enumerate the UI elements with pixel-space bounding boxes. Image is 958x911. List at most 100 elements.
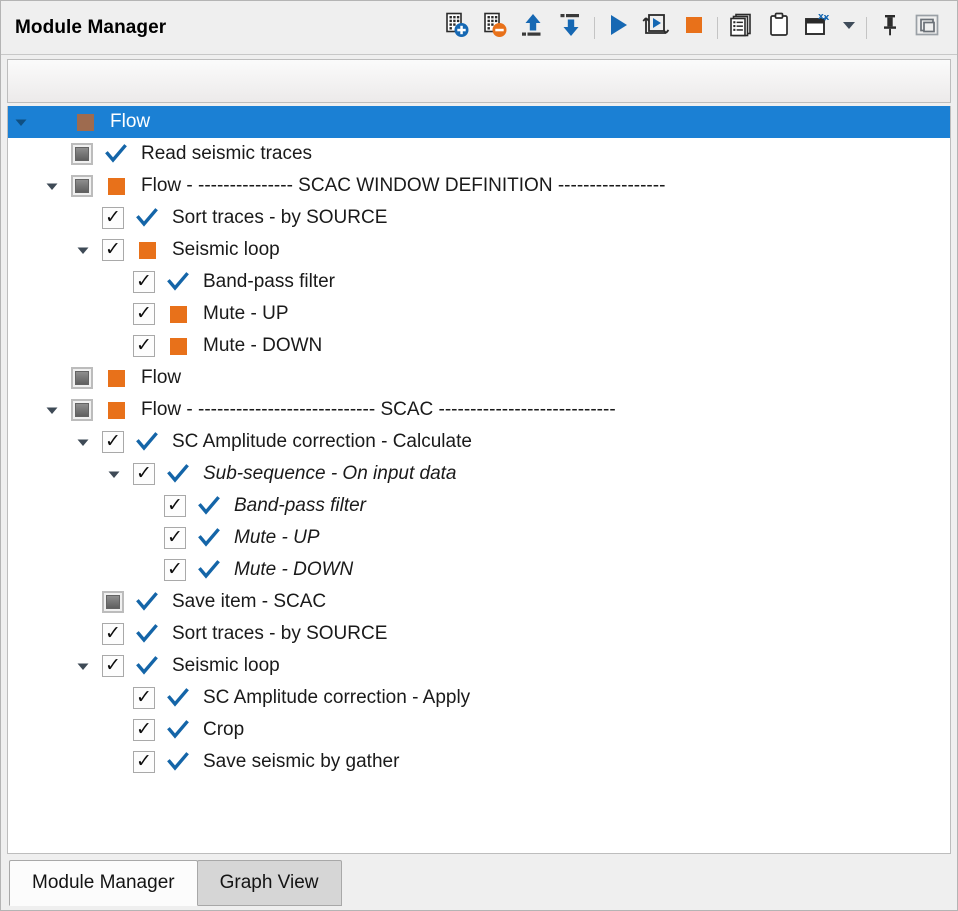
tree-checkbox[interactable]: ✓ [96, 426, 130, 458]
tree-row[interactable]: ✓Save seismic by gather [8, 746, 950, 778]
tree-row[interactable]: ✓ Sort traces - by SOURCE [8, 202, 950, 234]
status-check-icon [161, 714, 195, 746]
pin-button[interactable] [871, 8, 909, 48]
tree-row-label: Crop [203, 719, 245, 740]
tree-row[interactable]: ✓Band-pass filter [8, 490, 950, 522]
tree-row[interactable]: Read seismic traces [8, 138, 950, 170]
tree-checkbox[interactable]: ✓ [127, 746, 161, 778]
tree-checkbox[interactable]: ✓ [96, 618, 130, 650]
status-check-icon [161, 746, 195, 778]
tree-checkbox[interactable]: ✓ [127, 330, 161, 362]
checkbox-checked-icon: ✓ [133, 335, 155, 357]
checkbox-checked-icon: ✓ [133, 751, 155, 773]
status-check-icon [161, 266, 195, 298]
tree-checkbox[interactable]: ✓ [127, 682, 161, 714]
tree-checkbox[interactable]: ✓ [127, 714, 161, 746]
tree-checkbox[interactable] [96, 586, 130, 618]
tree-row[interactable]: ✓ SC Amplitude correction - Apply [8, 682, 950, 714]
move-down-button[interactable] [552, 8, 590, 48]
tree-checkbox[interactable]: ✓ [127, 298, 161, 330]
chevron-down-icon[interactable] [39, 170, 65, 202]
detach-button[interactable] [909, 8, 947, 48]
tree-row-label: Flow [141, 367, 182, 388]
tree-row[interactable]: ✓ Band-pass filter [8, 266, 950, 298]
tree-twisty-placeholder [39, 138, 65, 170]
status-check-icon [130, 618, 164, 650]
clipboard-button[interactable] [760, 8, 798, 48]
tree-indent-spacer [8, 570, 132, 571]
chevron-down-icon[interactable] [8, 106, 34, 138]
tree-row[interactable]: Flow [8, 106, 950, 138]
tree-checkbox[interactable] [65, 394, 99, 426]
tree-checkbox[interactable]: ✓ [96, 234, 130, 266]
tree-row[interactable]: ✓Mute - DOWN [8, 554, 950, 586]
tree-row[interactable]: ✓ Crop [8, 714, 950, 746]
tree-indent-spacer [8, 378, 39, 379]
tree-row-label: Mute - UP [203, 303, 289, 324]
run-button[interactable] [599, 8, 637, 48]
tree-row[interactable]: ✓Seismic loop [8, 234, 950, 266]
chevron-down-icon[interactable] [39, 394, 65, 426]
log-button[interactable] [722, 8, 760, 48]
tree-row[interactable]: Flow - ---------------------------- SCAC… [8, 394, 950, 426]
tree-indent-spacer [8, 410, 39, 411]
tree-row-label: Sort traces - by SOURCE [172, 207, 388, 228]
status-square-icon [161, 330, 195, 362]
status-check-icon [99, 138, 133, 170]
tree-row[interactable]: ✓Mute - UP [8, 522, 950, 554]
tree-checkbox[interactable] [65, 362, 99, 394]
checkbox-checked-icon: ✓ [102, 623, 124, 645]
tree-checkbox[interactable]: ✓ [96, 202, 130, 234]
status-square-icon [68, 106, 102, 138]
step-button[interactable] [637, 8, 675, 48]
filter-bar[interactable] [7, 59, 951, 103]
tree-row-label: Sub-sequence - On input data [203, 463, 457, 484]
tree-twisty-placeholder [39, 362, 65, 394]
tree-row-label: Flow [110, 111, 151, 132]
tree-row-label: SC Amplitude correction - Apply [203, 687, 471, 708]
tree-checkbox[interactable] [65, 170, 99, 202]
tree-checkbox[interactable] [65, 138, 99, 170]
tree-row-label: SC Amplitude correction - Calculate [172, 431, 472, 452]
tree-row[interactable]: ✓ Seismic loop [8, 650, 950, 682]
status-check-icon [130, 426, 164, 458]
tree-row[interactable]: Save item - SCAC [8, 586, 950, 618]
tree-checkbox[interactable]: ✓ [127, 458, 161, 490]
stop-button[interactable] [675, 8, 713, 48]
tree-row[interactable]: Flow [8, 362, 950, 394]
chevron-down-icon[interactable] [101, 458, 127, 490]
checkbox-checked-icon: ✓ [164, 527, 186, 549]
add-module-button[interactable] [438, 8, 476, 48]
tree-checkbox[interactable]: ✓ [96, 650, 130, 682]
tree-row-label: Seismic loop [172, 655, 280, 676]
separator-1 [590, 15, 599, 41]
tab-graph-view[interactable]: Graph View [196, 860, 342, 906]
remove-module-button[interactable] [476, 8, 514, 48]
tree-indent-spacer [8, 442, 70, 443]
tree-indent-spacer [8, 666, 70, 667]
svg-text:x: x [818, 12, 824, 22]
tree-checkbox[interactable]: ✓ [158, 554, 192, 586]
tree-row[interactable]: ✓ Mute - UP [8, 298, 950, 330]
tree-checkbox[interactable]: ✓ [158, 490, 192, 522]
tree-row[interactable]: ✓Sort traces - by SOURCE [8, 618, 950, 650]
tree-checkbox[interactable]: ✓ [158, 522, 192, 554]
tab-module-manager[interactable]: Module Manager [9, 860, 198, 906]
chevron-down-icon[interactable] [70, 426, 96, 458]
status-check-icon [130, 650, 164, 682]
tree-row-label: Band-pass filter [203, 271, 336, 292]
tree-twisty-placeholder [101, 330, 127, 362]
tree-indent-spacer [8, 538, 132, 539]
tree-checkbox[interactable]: ✓ [127, 266, 161, 298]
status-square-icon [99, 394, 133, 426]
chevron-down-icon[interactable] [70, 234, 96, 266]
move-up-button[interactable] [514, 8, 552, 48]
clear-window-dropdown[interactable] [836, 8, 862, 48]
tree-row[interactable]: ✓Mute - DOWN [8, 330, 950, 362]
chevron-down-icon[interactable] [70, 650, 96, 682]
tree-row[interactable]: Flow - --------------- SCAC WINDOW DEFIN… [8, 170, 950, 202]
tree-row[interactable]: ✓ Sub-sequence - On input data [8, 458, 950, 490]
tree-row[interactable]: ✓ SC Amplitude correction - Calculate [8, 426, 950, 458]
